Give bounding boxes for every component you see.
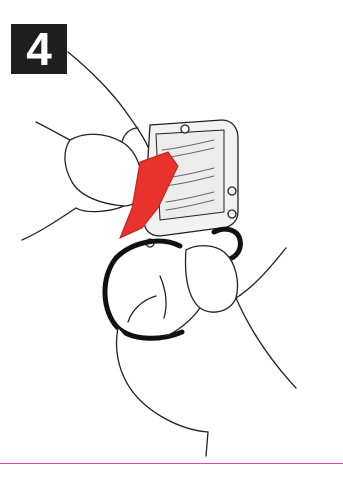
footer-divider	[0, 463, 343, 464]
lower-hand-illustration	[117, 246, 297, 456]
